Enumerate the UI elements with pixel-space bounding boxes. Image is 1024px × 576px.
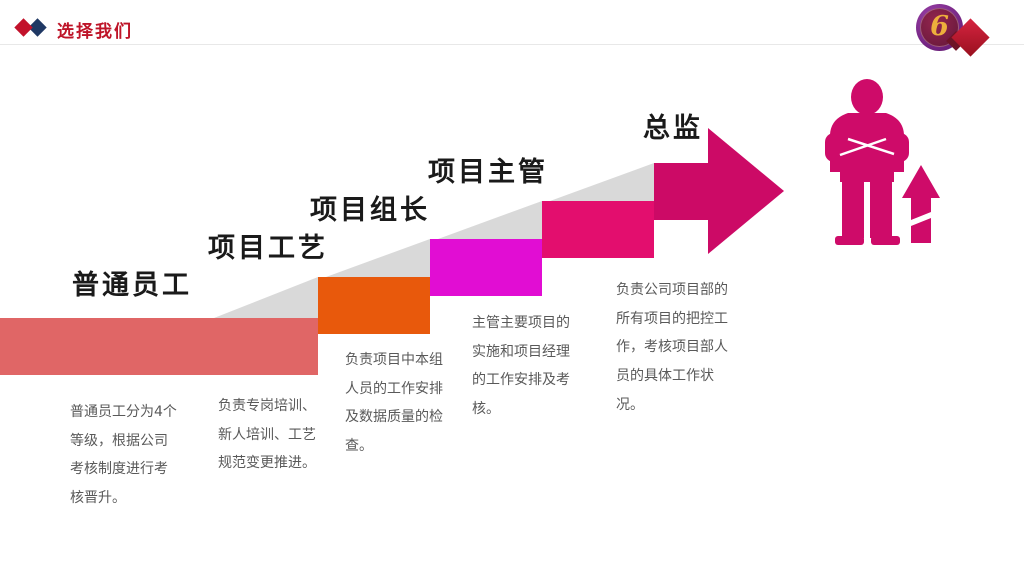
- band-level-1: [0, 318, 318, 375]
- header-divider: [0, 44, 1024, 45]
- band-level-4: [542, 201, 654, 258]
- level-4-label: 项目主管: [428, 157, 548, 188]
- businessman-figure: [825, 79, 909, 245]
- fold-triangle-1: [214, 277, 318, 318]
- level-1-description: 普通员工分为4个等级，根据公司考核制度进行考核晋升。: [70, 404, 177, 507]
- page-number: 6: [930, 11, 949, 42]
- level-5-description: 负责公司项目部的所有项目的把控工作，考核项目部人员的具体工作状况。: [616, 282, 728, 413]
- fold-triangle-4: [550, 163, 654, 201]
- level-1-label: 普通员工: [72, 270, 192, 301]
- level-2-label: 项目工艺: [208, 233, 328, 264]
- level-5-label: 总监: [643, 113, 703, 144]
- band-level-2: [318, 277, 430, 334]
- page-number-badge: 6: [916, 4, 963, 51]
- growth-arrow-icon: [902, 165, 940, 243]
- level-2-description: 负责专岗培训、新人培训、工艺规范变更推进。: [218, 398, 316, 472]
- fold-triangle-3: [438, 201, 542, 239]
- page-title: 选择我们: [57, 22, 133, 42]
- fold-triangle-2: [326, 239, 430, 277]
- level-3-label: 项目组长: [310, 195, 430, 226]
- level-3-description: 负责项目中本组人员的工作安排及数据质量的检查。: [345, 352, 443, 455]
- promotion-arrow: [654, 128, 784, 254]
- band-level-3: [430, 239, 542, 296]
- level-4-description: 主管主要项目的实施和项目经理的工作安排及考核。: [472, 315, 570, 418]
